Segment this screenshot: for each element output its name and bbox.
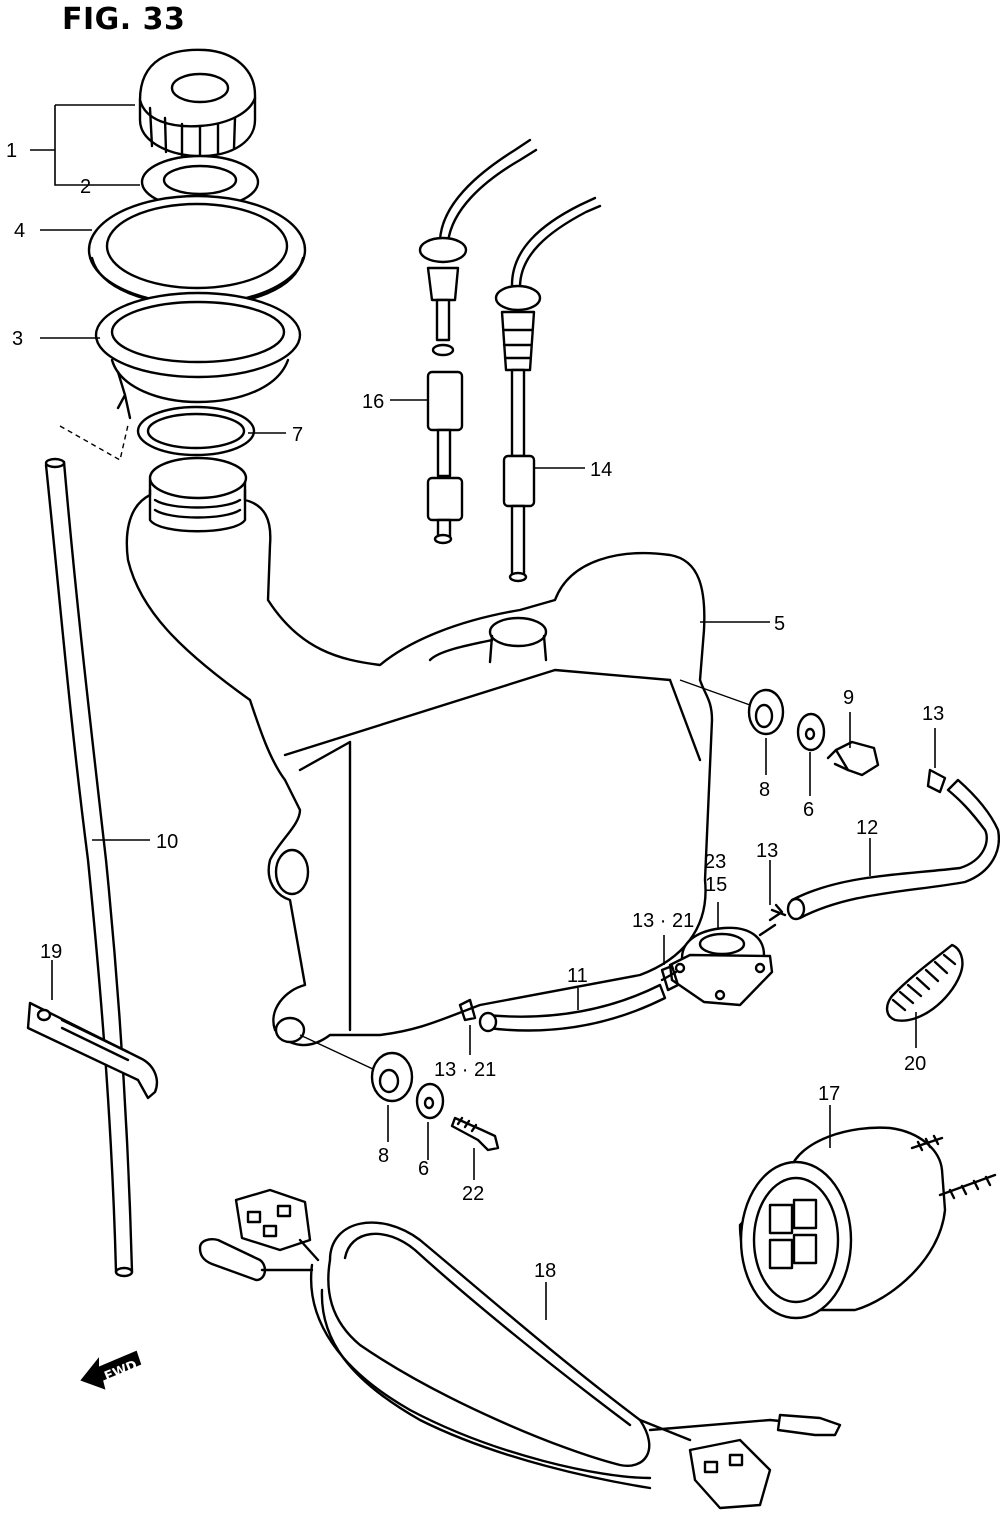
mount-upper <box>679 679 880 777</box>
callout-4: 4 <box>14 220 25 242</box>
bracket-19 <box>26 1001 159 1100</box>
callout-11: 11 <box>567 965 588 987</box>
oil-meter <box>738 1126 997 1320</box>
figure-title: FIG. 33 <box>62 2 186 37</box>
forward-arrow-icon: FWD <box>80 1350 142 1390</box>
leader-lines <box>30 104 936 1320</box>
level-sensor-16 <box>418 138 538 545</box>
callout-1: 1 <box>6 140 17 162</box>
hose-12 <box>768 768 1000 922</box>
callout-13-21-upper: 13 · 21 <box>632 910 694 932</box>
callout-18: 18 <box>534 1260 556 1282</box>
o-ring <box>136 405 256 457</box>
hose-11 <box>458 964 680 1033</box>
callout-5: 5 <box>774 613 785 635</box>
oil-tank <box>125 456 714 1047</box>
callout-15: 15 <box>705 874 727 896</box>
fuel-cap <box>138 48 257 158</box>
callout-6-upper: 6 <box>803 799 814 821</box>
callout-10: 10 <box>156 831 178 853</box>
filler-neck <box>94 291 302 420</box>
callout-2: 2 <box>80 176 91 198</box>
callout-7: 7 <box>292 424 303 446</box>
callout-23: 23 <box>704 851 726 873</box>
filler-ring <box>87 194 307 307</box>
callout-labels: 1 2 4 3 7 16 14 5 9 13 8 6 10 12 23 15 1… <box>6 140 944 1282</box>
callout-13-mid: 13 <box>756 840 778 862</box>
callout-13-21-lower: 13 · 21 <box>434 1059 496 1081</box>
spiral-wrap <box>885 943 964 1022</box>
mount-lower <box>299 1034 500 1152</box>
callout-8-upper: 8 <box>759 779 770 801</box>
callout-8-lower: 8 <box>378 1145 389 1167</box>
callout-6-lower: 6 <box>418 1158 429 1180</box>
callout-20: 20 <box>904 1053 926 1075</box>
cap-seal <box>140 154 260 210</box>
callout-17: 17 <box>818 1083 840 1105</box>
callout-13-top: 13 <box>922 703 944 725</box>
callout-9: 9 <box>843 687 854 709</box>
callout-19: 19 <box>40 941 62 963</box>
callout-14: 14 <box>590 459 612 481</box>
callout-12: 12 <box>856 817 878 839</box>
wire-harness <box>198 1188 842 1510</box>
vent-hose <box>44 424 134 1278</box>
callout-16: 16 <box>362 391 384 413</box>
callout-3: 3 <box>12 328 23 350</box>
callout-22: 22 <box>462 1183 484 1205</box>
level-sensor-14 <box>494 196 602 583</box>
